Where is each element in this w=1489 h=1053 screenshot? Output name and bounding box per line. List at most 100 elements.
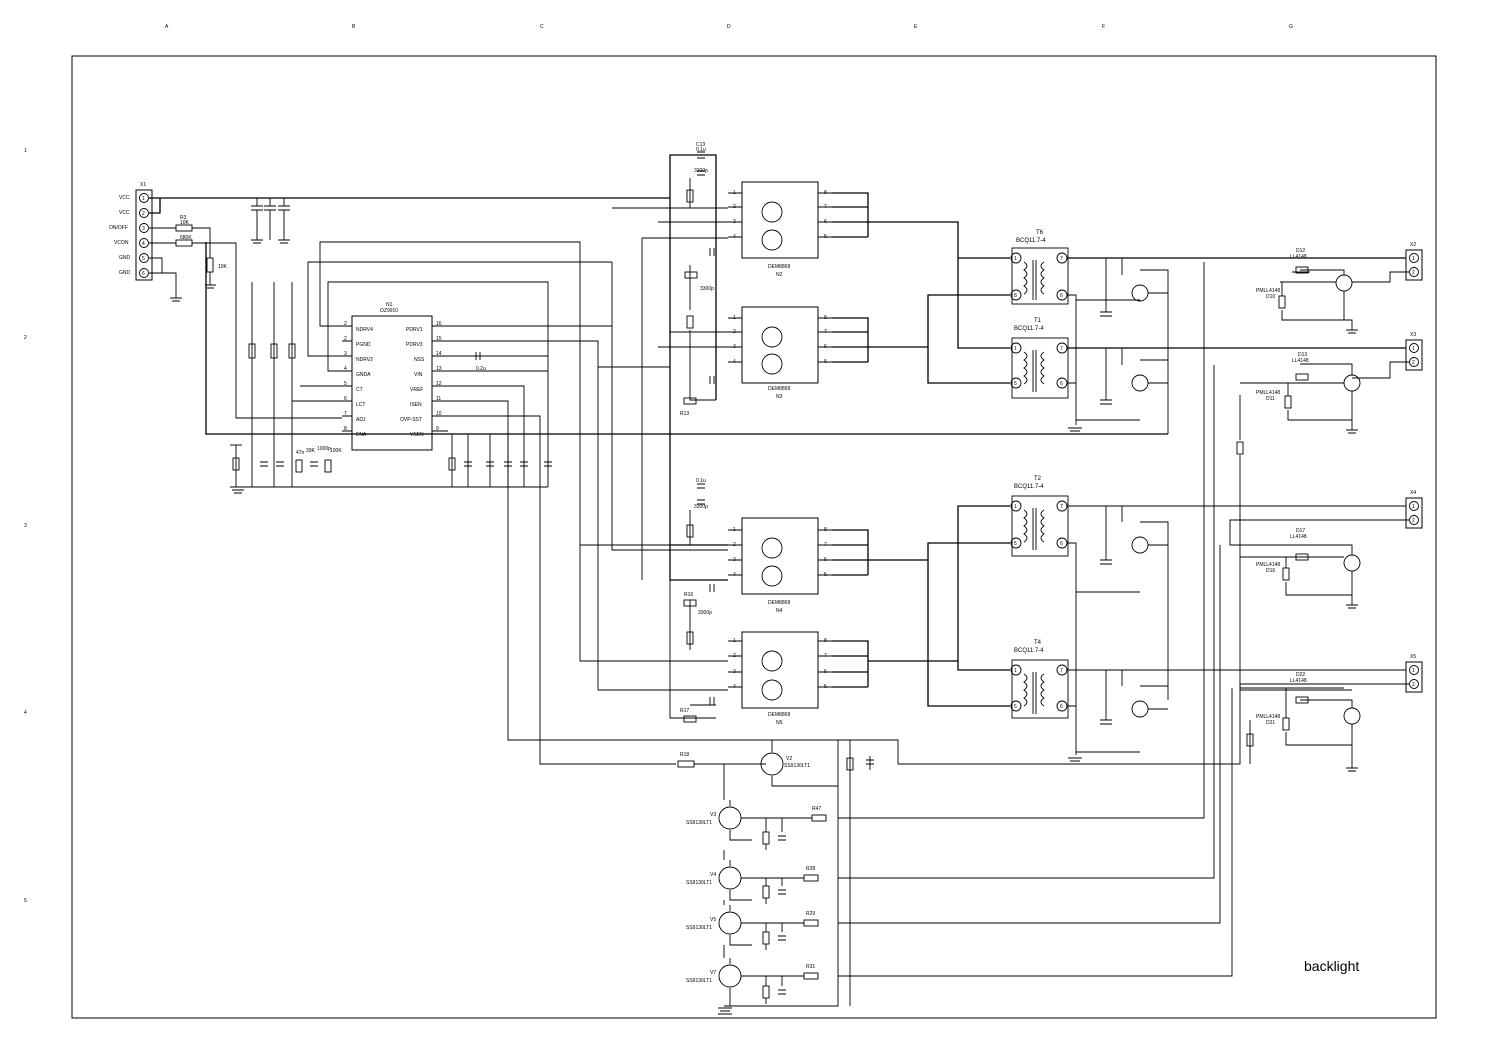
r6-value: 39K (306, 448, 316, 454)
x1-pin-3-label: ON/OFF (109, 225, 128, 231)
x3-pin-1: 1 (1412, 346, 1415, 352)
x1-pin-4: 4 VCON (114, 238, 149, 248)
t2-pin-7: 7 (1060, 504, 1063, 510)
connector-x5: X5 1 2 (1405, 654, 1423, 693)
n1-rpin-15-name: PDRV3 (406, 342, 423, 348)
n4-pin1: 1 (733, 527, 736, 533)
transformer-t4: T4 BCQ11.7-4 1 7 5 6 (1010, 640, 1069, 719)
n1-lpin-6-num: 6 (344, 396, 347, 402)
c17-value: 0.1u (696, 478, 706, 484)
t2-pin-1: 1 (1014, 504, 1017, 510)
n3-pin4: 4 (733, 359, 736, 365)
x5-pin-2: 2 (1412, 682, 1415, 688)
n1-lpin-5-name: CT (356, 387, 363, 393)
v3-ref: V3 (710, 812, 716, 818)
grid-col-c: C (540, 24, 544, 30)
controller-wiring: 47n 39K 1000p 100K 0.2u (205, 241, 1168, 765)
n2-pin4: 4 (733, 234, 736, 240)
r31-ref: R31 (806, 964, 815, 970)
n3-part: DEM8868 (768, 386, 790, 392)
n1-lpin-5-num: 5 (344, 381, 347, 387)
n2-pin2: 2 (733, 204, 736, 210)
d13-ref: D13 (1298, 352, 1307, 358)
x1-pin-6-num: 6 (142, 271, 145, 277)
r16-ref: R16 (684, 592, 693, 598)
n5-pin2: 2 (733, 653, 736, 659)
n3-pin2: 2 (733, 329, 736, 335)
x4-pin-1: 1 (1412, 504, 1415, 510)
n1-rpin-15-num: 15 (436, 336, 442, 342)
r18-ref: R18 (680, 752, 689, 758)
mosfet-n2: DEM8868 N2 1 2 3 4 8 7 6 5 (728, 181, 832, 278)
transistor-v5: V5 SS9130LT1 (686, 905, 804, 946)
protection-block: V2 SS9130LT1 R18 V3 SS9130LT1 R47 V4 SS9… (677, 740, 874, 1015)
x4-pin-2: 2 (1412, 518, 1415, 524)
x1-pin-2-num: 2 (142, 211, 145, 217)
t2-pin-6: 6 (1060, 541, 1063, 547)
x1-pin-5-label: GND (119, 255, 131, 261)
n1-lpin-7-name: ADJ (356, 417, 366, 423)
n1-lpin-2-name: PGND (356, 342, 371, 348)
t1-ref: T1 (1034, 318, 1042, 324)
n1-lpin-3-name: NDRV2 (356, 357, 373, 363)
sheet-frame (71, 55, 1437, 1019)
n3-ref: N3 (776, 394, 783, 400)
d16-ref: D16 (1266, 568, 1275, 574)
grid-col-a: A (165, 24, 169, 30)
c6-value: 47n (296, 450, 305, 456)
x1-pin-5: 5 GND (119, 253, 149, 263)
r8-value: 100K (330, 448, 342, 454)
grid-row-labels: 1 2 3 4 5 (24, 148, 27, 904)
t6-ref: T6 (1036, 230, 1044, 236)
r29-ref: R29 (806, 911, 815, 917)
n4-pin5: 5 (824, 572, 827, 578)
grid-col-f: F (1102, 24, 1105, 30)
mosfet-stages: DEM8868 N2 1 2 3 4 8 7 6 5 DEM8868 N3 1 … (579, 142, 1010, 726)
x1-pin-3: 3 ON/OFF (109, 223, 149, 233)
input-wiring: R3 10K 680K 10K (149, 197, 670, 419)
c14-value: 3300p (700, 286, 714, 292)
connector-x2: X2 1 2 (1405, 242, 1423, 281)
n1-lpin-3-num: 3 (344, 351, 347, 357)
n1-lpin-8-num: 8 (344, 426, 347, 432)
d21-ref: D21 (1266, 720, 1275, 726)
t6-part: BCQ11.7-4 (1016, 238, 1046, 244)
x1-pin-4-num: 4 (142, 241, 145, 247)
n3-pin6: 6 (824, 344, 827, 350)
x1-pin-6-label: GND (119, 270, 131, 276)
n3-pin1: 1 (733, 315, 736, 321)
t4-pin-6: 6 (1060, 704, 1063, 710)
controller-ref: N1 (386, 302, 393, 308)
grid-row-5: 5 (24, 898, 27, 904)
n5-pin6: 6 (824, 669, 827, 675)
n4-ref: N4 (776, 608, 783, 614)
t4-pin-5: 5 (1014, 704, 1017, 710)
n1-rpin-16-num: 16 (436, 321, 442, 327)
x1-pin-2: 2 VCC (119, 208, 149, 218)
n1-lpin-7-num: 7 (344, 411, 347, 417)
c7-value: 0.2u (476, 366, 486, 372)
x1-pin-5-num: 5 (142, 256, 145, 262)
transformers: T6 BCQ11.7-4 1 7 8 6 T1 BCQ11.7-4 1 7 5 … (1010, 230, 1406, 762)
feedback-ch4: D22 LL4148 PMLL4148 D21 (1240, 672, 1361, 772)
d12-part: LL4148 (1290, 254, 1307, 260)
n1-rpin-14-num: 14 (436, 351, 442, 357)
x1-pin-1: 1 VCC (119, 193, 149, 203)
n1-rpin-13-name: VIN (414, 372, 423, 378)
n1-rpin-10-name: OVP-SST (400, 417, 422, 423)
d22-part: LL4148 (1290, 678, 1307, 684)
transistor-v2: V2 SS9130LT1 (760, 740, 838, 787)
v2-ref: V2 (786, 756, 792, 762)
t4-pin-1: 1 (1014, 668, 1017, 674)
n2-pin7: 7 (824, 204, 827, 210)
connector-x4: X4 1 2 (1405, 490, 1423, 529)
n1-left-pins: 2 NDRV4 2 PGND 3 NDRV2 4 GNDA 5 CT 6 LCT… (344, 321, 373, 438)
n1-lpin-8-name: ENA (356, 432, 367, 438)
r3-value: 10K (180, 220, 190, 226)
r3-ref: R3 (180, 215, 187, 221)
n5-pin5: 5 (824, 684, 827, 690)
n1-right-pins: 16 PDRV1 15 PDRV3 14 NSS 13 VIN 12 VREF … (400, 321, 442, 438)
n1-rpin-11-num: 11 (436, 396, 441, 402)
n1-rpin-12-num: 12 (436, 381, 442, 387)
